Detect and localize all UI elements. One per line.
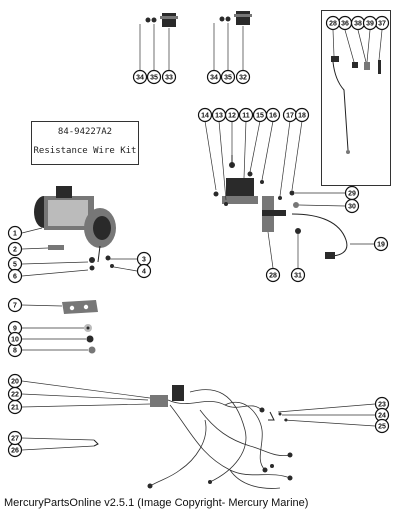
svg-text:3: 3 <box>142 257 146 264</box>
kit-part-number: 84-94227A2 <box>57 127 113 137</box>
callout-33: 33 <box>161 69 177 85</box>
svg-text:10: 10 <box>11 337 19 344</box>
svg-text:34: 34 <box>210 75 218 82</box>
svg-text:31: 31 <box>294 273 302 280</box>
svg-text:38: 38 <box>354 21 362 28</box>
svg-text:4: 4 <box>142 269 146 276</box>
callout-35b: 35 <box>220 69 236 85</box>
callout-3: 3 <box>136 251 152 267</box>
callout-22: 22 <box>7 386 23 402</box>
callout-12: 12 <box>224 107 240 123</box>
svg-text:32: 32 <box>239 75 247 82</box>
svg-text:27: 27 <box>11 436 19 443</box>
svg-text:30: 30 <box>348 204 356 211</box>
svg-text:2: 2 <box>13 247 17 254</box>
svg-text:25: 25 <box>378 424 386 431</box>
footer-copyright: MercuryPartsOnline v2.5.1 (Image Copyrig… <box>4 497 309 509</box>
callout-11: 11 <box>238 107 254 123</box>
callout-14: 14 <box>197 107 213 123</box>
callout-25: 25 <box>374 418 390 434</box>
svg-text:36: 36 <box>341 21 349 28</box>
callout-6: 6 <box>7 268 23 284</box>
svg-text:9: 9 <box>13 326 17 333</box>
callout-4: 4 <box>136 263 152 279</box>
svg-text:37: 37 <box>378 21 386 28</box>
callout-29: 29 <box>344 185 360 201</box>
callout-leaders <box>21 29 383 451</box>
svg-text:20: 20 <box>11 379 19 386</box>
callout-39: 39 <box>362 15 378 31</box>
svg-text:8: 8 <box>13 348 17 355</box>
svg-text:28: 28 <box>329 21 337 28</box>
svg-text:12: 12 <box>228 113 236 120</box>
callout-21: 21 <box>7 399 23 415</box>
callout-18: 18 <box>294 107 310 123</box>
svg-text:7: 7 <box>13 303 17 310</box>
bracket-28 <box>262 190 301 234</box>
svg-text:34: 34 <box>136 75 144 82</box>
kit-label-box: 84-94227A2 Resistance Wire Kit <box>31 121 139 165</box>
callout-15: 15 <box>252 107 268 123</box>
resistance-wire-inset-frame <box>321 10 391 186</box>
callout-20: 20 <box>7 373 23 389</box>
svg-text:1: 1 <box>13 231 17 238</box>
svg-text:22: 22 <box>11 392 19 399</box>
svg-text:14: 14 <box>201 113 209 120</box>
callout-34b: 34 <box>206 69 222 85</box>
resistance-wire-inset <box>331 56 381 154</box>
svg-text:21: 21 <box>11 405 19 412</box>
cable-19 <box>291 213 374 259</box>
callout-31: 31 <box>290 267 306 283</box>
callout-28: 28 <box>265 267 281 283</box>
callout-28-inset: 28 <box>325 15 341 31</box>
svg-text:23: 23 <box>378 402 386 409</box>
mount-part-33 <box>139 13 178 70</box>
svg-text:35: 35 <box>150 75 158 82</box>
callout-32: 32 <box>235 69 251 85</box>
callout-27: 27 <box>7 430 23 446</box>
callout-34: 34 <box>132 69 148 85</box>
svg-text:35: 35 <box>224 75 232 82</box>
svg-text:24: 24 <box>378 413 386 420</box>
svg-text:29: 29 <box>348 191 356 198</box>
svg-text:13: 13 <box>215 113 223 120</box>
wiring-harness <box>93 385 293 489</box>
callout-35: 35 <box>146 69 162 85</box>
callout-13: 13 <box>211 107 227 123</box>
callout-26: 26 <box>7 442 23 458</box>
svg-text:16: 16 <box>269 113 277 120</box>
svg-text:19: 19 <box>377 242 385 249</box>
callout-5: 5 <box>7 256 23 272</box>
svg-text:11: 11 <box>242 113 250 120</box>
callout-1: 1 <box>7 225 23 241</box>
callout-30: 30 <box>344 198 360 214</box>
svg-text:17: 17 <box>286 113 294 120</box>
callout-10: 10 <box>7 331 23 347</box>
callout-7: 7 <box>7 297 23 313</box>
solenoid <box>213 155 264 206</box>
callout-17: 17 <box>282 107 298 123</box>
svg-text:6: 6 <box>13 274 17 281</box>
callout-16: 16 <box>265 107 281 123</box>
callout-2: 2 <box>7 241 23 257</box>
bracket-7 <box>62 300 98 354</box>
mount-part-32 <box>213 11 252 70</box>
callout-19: 19 <box>373 236 389 252</box>
starter-motor <box>34 186 116 271</box>
svg-text:33: 33 <box>165 75 173 82</box>
svg-text:28: 28 <box>269 273 277 280</box>
svg-text:26: 26 <box>11 448 19 455</box>
svg-text:15: 15 <box>256 113 264 120</box>
svg-text:39: 39 <box>366 21 374 28</box>
svg-text:18: 18 <box>298 113 306 120</box>
kit-name: Resistance Wire Kit <box>33 146 137 156</box>
svg-text:5: 5 <box>13 262 17 269</box>
